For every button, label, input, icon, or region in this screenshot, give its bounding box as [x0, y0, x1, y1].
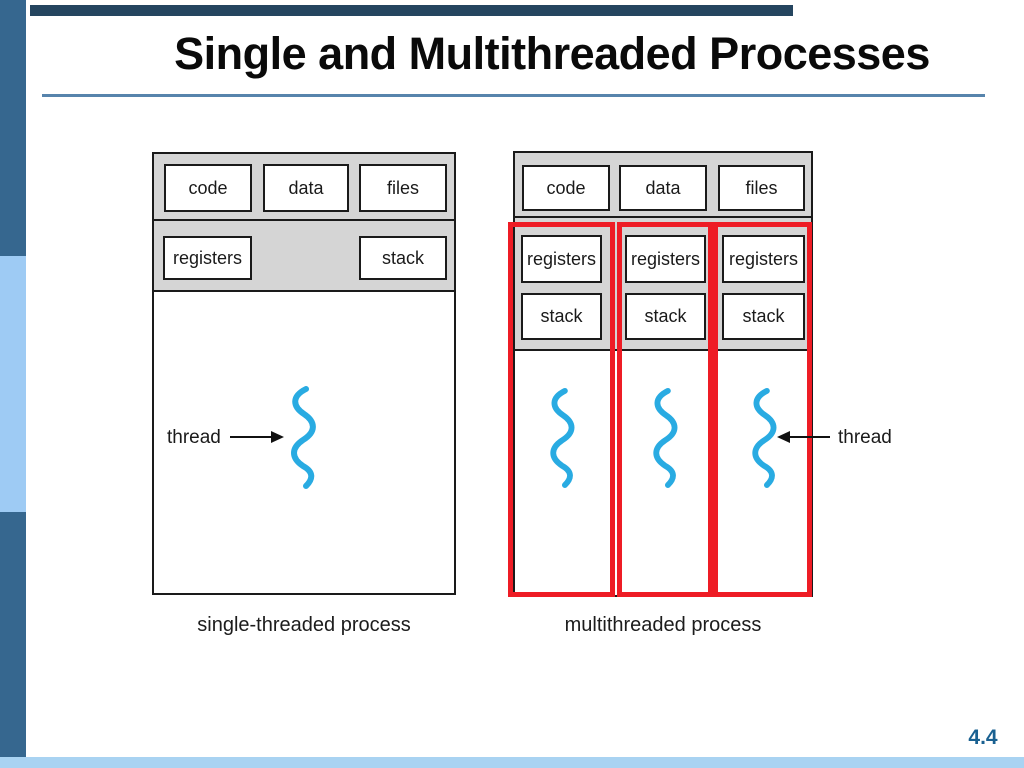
column3-stack-box: stack	[722, 293, 805, 340]
multi-thread-arrow-head-icon	[777, 431, 790, 443]
single-files-box: files	[359, 164, 447, 212]
single-thread-label: thread	[167, 427, 221, 448]
column2-stack-box: stack	[625, 293, 706, 340]
column3-registers-label: registers	[728, 248, 799, 269]
column3-registers-box: registers	[722, 235, 805, 283]
single-data-label: data	[288, 177, 324, 198]
page-number: 4.4	[968, 726, 998, 749]
column2-registers-label: registers	[630, 248, 701, 269]
top-accent-bar	[30, 5, 793, 16]
multi-code-label: code	[546, 177, 586, 198]
single-data-box: data	[263, 164, 349, 212]
bottom-accent-bar	[0, 757, 1024, 768]
multi-data-label: data	[645, 177, 681, 198]
column2-stack-label: stack	[644, 306, 687, 326]
multi-files-label: files	[745, 177, 778, 198]
multi-thread-arrow-line	[789, 436, 830, 438]
left-stripe-light-blue	[0, 256, 26, 512]
column1-stack-box: stack	[521, 293, 602, 340]
multi-thread-label: thread	[838, 427, 892, 448]
single-registers-label: registers	[172, 247, 243, 268]
single-registers-box: registers	[163, 236, 252, 280]
column2-thread-squiggle-icon	[653, 387, 678, 489]
thread-column-2-outline	[617, 222, 713, 597]
single-files-label: files	[386, 177, 419, 198]
column1-stack-label: stack	[540, 306, 583, 326]
slide-title: Single and Multithreaded Processes	[174, 28, 930, 79]
multi-code-box: code	[522, 165, 610, 211]
single-code-box: code	[164, 164, 252, 212]
title-underline	[42, 94, 985, 97]
multi-files-box: files	[718, 165, 805, 211]
column2-registers-box: registers	[625, 235, 706, 283]
left-stripe-bottom-navy	[0, 512, 26, 768]
single-stack-label: stack	[381, 247, 424, 268]
column1-registers-box: registers	[521, 235, 602, 283]
multi-data-box: data	[619, 165, 707, 211]
column1-thread-squiggle-icon	[550, 387, 575, 489]
column3-stack-label: stack	[742, 306, 785, 326]
thread-column-1-outline	[508, 222, 615, 597]
single-thread-squiggle-icon	[291, 386, 316, 489]
single-code-label: code	[188, 177, 228, 198]
single-thread-arrow-line	[230, 436, 272, 438]
left-stripe-top-navy	[0, 0, 26, 256]
single-process-caption: single-threaded process	[197, 614, 411, 636]
column1-registers-label: registers	[526, 248, 597, 269]
multi-process-caption: multithreaded process	[564, 614, 762, 636]
single-thread-arrow-head-icon	[271, 431, 284, 443]
single-stack-box: stack	[359, 236, 447, 280]
column3-thread-squiggle-icon	[752, 387, 777, 489]
thread-column-3-outline	[713, 222, 812, 597]
